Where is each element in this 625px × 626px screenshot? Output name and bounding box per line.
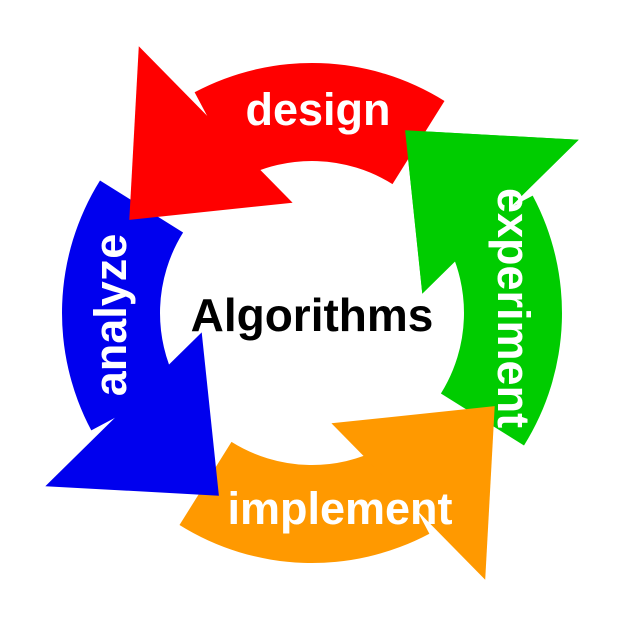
arrow-experiment-body (440, 195, 562, 446)
cycle-arrows (45, 46, 579, 580)
arrow-analyze-body (62, 180, 184, 431)
arrow-label-analyze: analyze (85, 234, 136, 397)
arrow-implement-head (331, 406, 495, 580)
arrow-design-body (194, 63, 445, 185)
center-title: Algorithms (191, 289, 434, 341)
arrow-design-head (129, 46, 293, 220)
arrow-implement-body (179, 441, 430, 563)
arrow-experiment-head-overlay (405, 130, 579, 294)
arrow-label-implement: implement (227, 483, 452, 534)
arrow-label-design: design (245, 84, 390, 135)
arrow-label-experiment: experiment (488, 188, 539, 428)
arrow-analyze-head (45, 332, 219, 496)
